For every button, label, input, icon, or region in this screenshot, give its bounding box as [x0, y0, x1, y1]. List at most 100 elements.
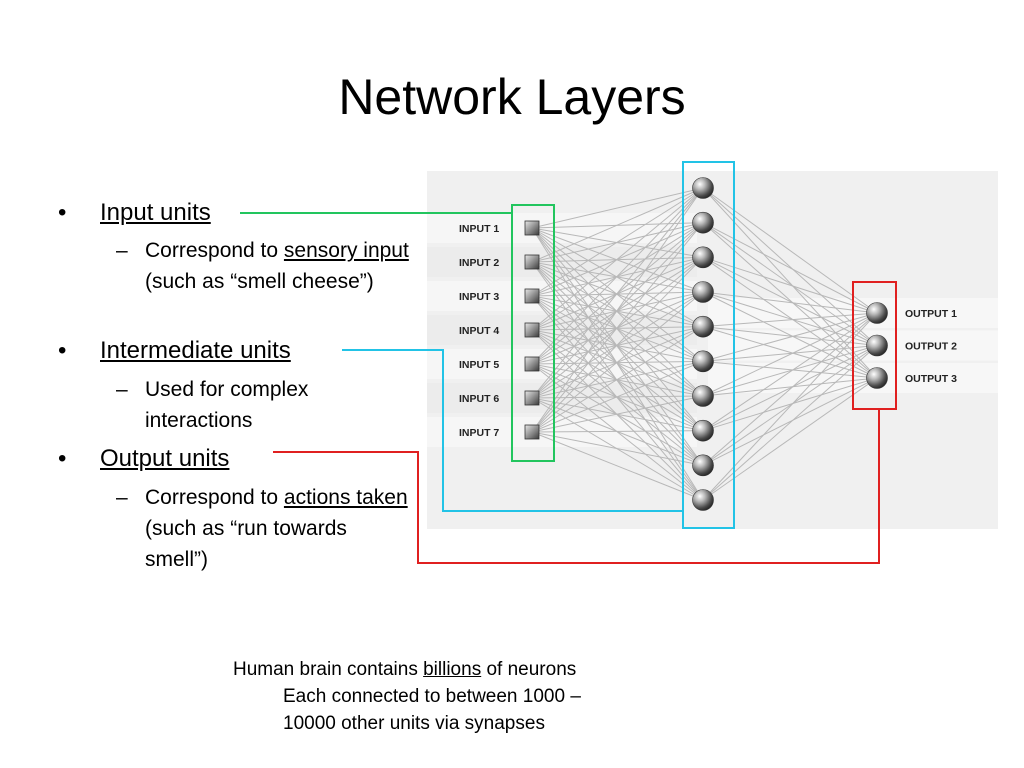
subbullet-text: Used for complex interactions	[145, 378, 309, 432]
hidden-output-link	[702, 222, 878, 346]
hidden-output-link	[702, 256, 878, 379]
input-hidden-link	[531, 187, 704, 263]
output-label: OUTPUT 3	[905, 373, 957, 385]
input-hidden-link	[531, 187, 704, 297]
bullet-glyph: •	[58, 199, 67, 226]
hidden-output-link	[702, 187, 878, 314]
hidden-output-link	[702, 326, 878, 379]
subbullet-text: Correspond to actions taken (such as “ru…	[145, 482, 415, 575]
note-line-1-pre: Human brain contains	[233, 659, 424, 680]
subbullet-underlined: actions taken	[283, 486, 408, 509]
hidden-output-link	[702, 222, 878, 379]
subbullet-underlined: sensory input	[283, 239, 409, 262]
input-row-stripe	[427, 213, 697, 243]
hidden-callout-line	[342, 349, 683, 512]
input-node	[524, 390, 540, 406]
hidden-output-link	[702, 377, 878, 397]
hidden-output-link	[702, 312, 878, 432]
bullet-label-intermediate-units: Intermediate units	[100, 337, 291, 364]
input-label: INPUT 1	[459, 223, 499, 235]
bullet-label-output-units: Output units	[100, 445, 230, 472]
input-hidden-link	[531, 431, 704, 466]
note-line-2: Each connected to between 1000 –	[283, 686, 581, 707]
hidden-output-link	[702, 326, 878, 346]
hidden-output-link	[702, 377, 878, 432]
subbullet-text: Correspond to sensory input (such as “sm…	[145, 235, 415, 297]
brain-note: Human brain contains billions of neurons…	[233, 656, 653, 737]
output-callout-line	[273, 409, 880, 564]
input-hidden-link	[531, 360, 704, 433]
callout-lines	[240, 212, 880, 564]
hidden-node	[692, 489, 714, 511]
output-layer-frame	[852, 281, 897, 410]
hidden-output-link	[702, 187, 878, 379]
input-hidden-link	[531, 256, 704, 433]
hidden-output-link	[702, 291, 878, 314]
hidden-output-link	[702, 377, 878, 501]
output-node	[866, 302, 888, 324]
hidden-node	[692, 315, 714, 338]
input-hidden-link	[531, 187, 704, 433]
input-hidden-link	[531, 431, 704, 501]
input-node	[524, 356, 540, 372]
input-node	[524, 322, 540, 338]
hidden-node	[692, 211, 714, 234]
hidden-output-link	[702, 256, 878, 346]
dash-glyph: –	[116, 239, 128, 262]
hidden-output-link	[702, 312, 878, 466]
hidden-output-link	[702, 345, 878, 397]
hidden-output-link	[702, 256, 878, 314]
connection-lines	[531, 187, 878, 501]
input-hidden-link	[531, 430, 704, 433]
subbullet-pre: Correspond to	[145, 486, 284, 509]
subbullet-pre: Correspond to	[145, 239, 284, 262]
input-label: INPUT 6	[459, 393, 499, 405]
hidden-output-link	[702, 345, 878, 501]
subbullet-post: (such as “smell cheese”)	[145, 270, 374, 293]
hidden-output-link	[702, 291, 878, 346]
hidden-output-link	[702, 291, 878, 379]
network-nodes	[524, 177, 888, 511]
input-node	[524, 254, 540, 270]
input-hidden-link	[531, 395, 704, 433]
output-node	[866, 334, 888, 357]
input-hidden-link	[531, 187, 704, 365]
input-hidden-link	[531, 187, 704, 331]
input-node	[524, 424, 540, 440]
hidden-node	[692, 454, 714, 477]
input-label: INPUT 4	[459, 325, 499, 337]
hidden-output-link	[702, 345, 878, 362]
layer-frames	[511, 161, 897, 529]
hidden-output-link	[702, 345, 878, 466]
input-label: INPUT 2	[459, 257, 499, 269]
hidden-output-link	[702, 360, 878, 379]
hidden-node	[692, 350, 714, 373]
output-node	[866, 367, 888, 389]
input-node	[524, 288, 540, 304]
bullet-glyph: •	[58, 337, 67, 364]
input-hidden-link	[531, 222, 704, 433]
dash-glyph: –	[116, 378, 128, 401]
hidden-output-link	[702, 312, 878, 362]
hidden-node	[692, 281, 714, 303]
hidden-layer-frame	[682, 161, 735, 529]
hidden-output-link	[702, 187, 878, 346]
note-line-1-post: of neurons	[481, 659, 577, 680]
input-hidden-link	[531, 326, 704, 433]
input-label: INPUT 3	[459, 291, 499, 303]
slide-title: Network Layers	[338, 69, 686, 125]
input-hidden-link	[531, 187, 704, 399]
subbullet-post: (such as “run towards smell”)	[145, 517, 347, 571]
hidden-node	[692, 177, 714, 199]
note-line-1: Human brain contains billions of neurons	[233, 656, 653, 683]
bullet-label-input-units: Input units	[100, 199, 211, 226]
hidden-node	[692, 419, 714, 442]
hidden-output-link	[702, 312, 878, 397]
hidden-output-link	[702, 312, 878, 501]
hidden-output-link	[702, 345, 878, 432]
note-line-1-underlined: billions	[423, 659, 482, 680]
input-node	[524, 220, 540, 236]
dash-glyph: –	[116, 486, 128, 509]
